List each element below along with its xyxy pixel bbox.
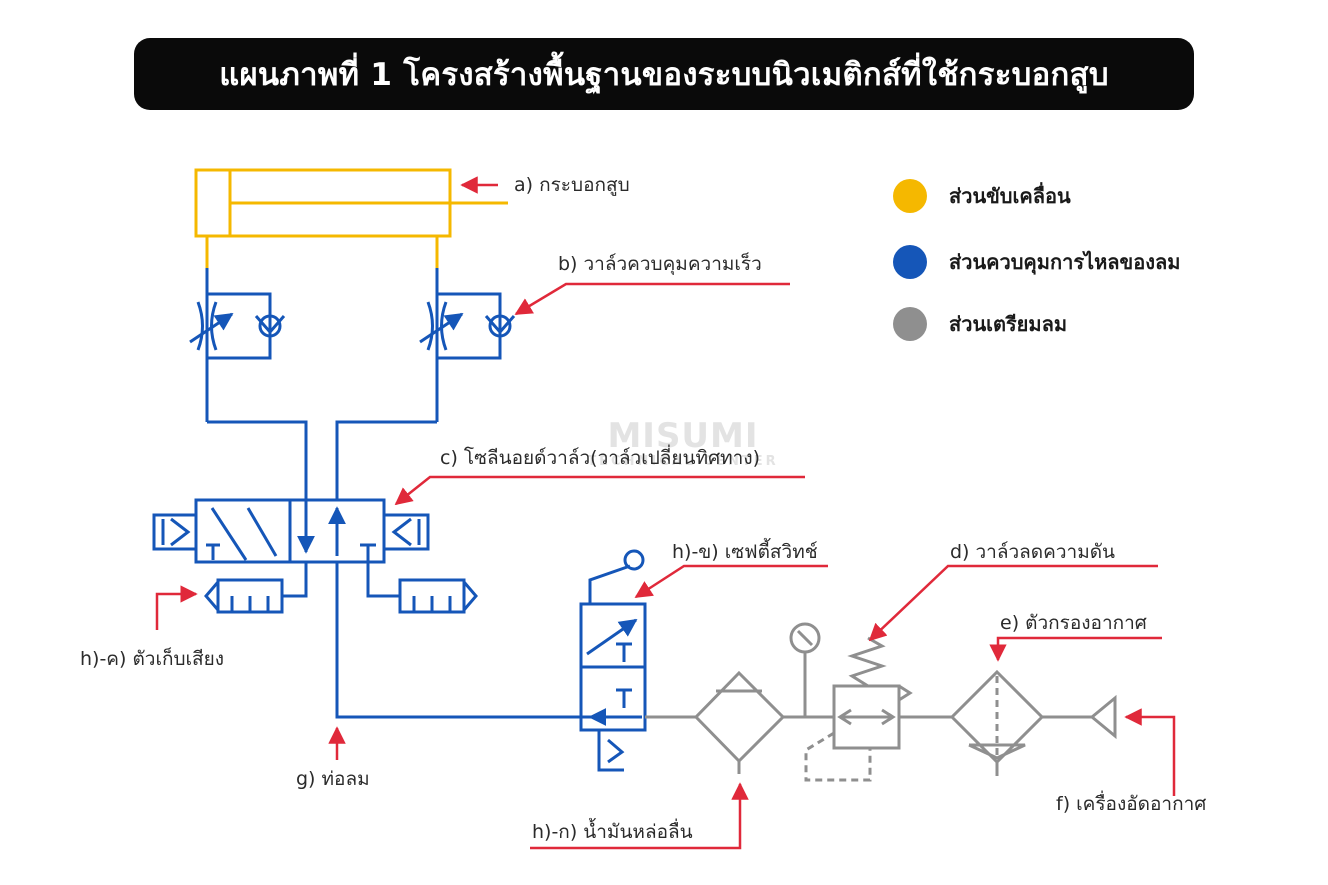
label-regulator: d) วาล์วลดความดัน (950, 541, 1116, 563)
label-filter: e) ตัวกรองอากาศ (1000, 612, 1147, 634)
speed-control-valve-left (189, 268, 286, 422)
diagram-title: แผนภาพที่ 1 โครงสร้างพื้นฐานของระบบนิวเม… (134, 38, 1194, 110)
silencer-left (204, 578, 284, 614)
valve-connection-lines (207, 420, 437, 552)
speed-control-valve-right (419, 268, 516, 422)
lubricator-unit (693, 670, 786, 774)
legend-dot-flow-control (893, 245, 927, 279)
legend-item-air-prep: ส่วนเตรียมลม (893, 307, 1067, 341)
pressure-regulator (789, 622, 913, 782)
legend-label-air-prep: ส่วนเตรียมลม (949, 312, 1068, 336)
label-air-pipe: g) ท่อลม (296, 768, 370, 790)
label-lubricator: h)-ก) น้ำมันหล่อลื่น (532, 821, 693, 843)
label-safety-switch: h)-ข) เซฟตี้สวิทช์ (672, 541, 818, 563)
legend-dot-air-prep (893, 307, 927, 341)
safety-switch (579, 549, 647, 772)
label-speed-valve: b) วาล์วควบคุมความเร็ว (558, 253, 762, 275)
label-solenoid-valve: c) โซลีนอยด์วาล์ว(วาล์วเปลี่ยนทิศทาง) (440, 447, 761, 469)
watermark-main: MISUMI (607, 416, 759, 456)
solenoid-valve (152, 498, 430, 598)
air-compressor (1089, 694, 1117, 740)
air-pipe (335, 562, 590, 719)
watermark: MISUMI TECHNICAL CENTER (548, 418, 818, 469)
cylinder (194, 168, 508, 268)
legend-label-actuator: ส่วนขับเคลื่อน (949, 184, 1071, 208)
air-filter (949, 669, 1045, 776)
pointer-arrows (155, 176, 1176, 850)
legend-item-flow-control: ส่วนควบคุมการไหลของลม (893, 245, 1180, 279)
label-compressor: f) เครื่องอัดอากาศ (1056, 793, 1207, 815)
label-silencer: h)-ค) ตัวเก็บเสียง (80, 648, 225, 670)
label-cylinder: a) กระบอกสูบ (514, 174, 630, 196)
legend-dot-actuator (893, 179, 927, 213)
legend-item-actuator: ส่วนขับเคลื่อน (893, 179, 1071, 213)
legend-label-flow-control: ส่วนควบคุมการไหลของลม (949, 250, 1181, 274)
watermark-sub: TECHNICAL CENTER (587, 454, 779, 469)
silencer-right (398, 578, 478, 614)
